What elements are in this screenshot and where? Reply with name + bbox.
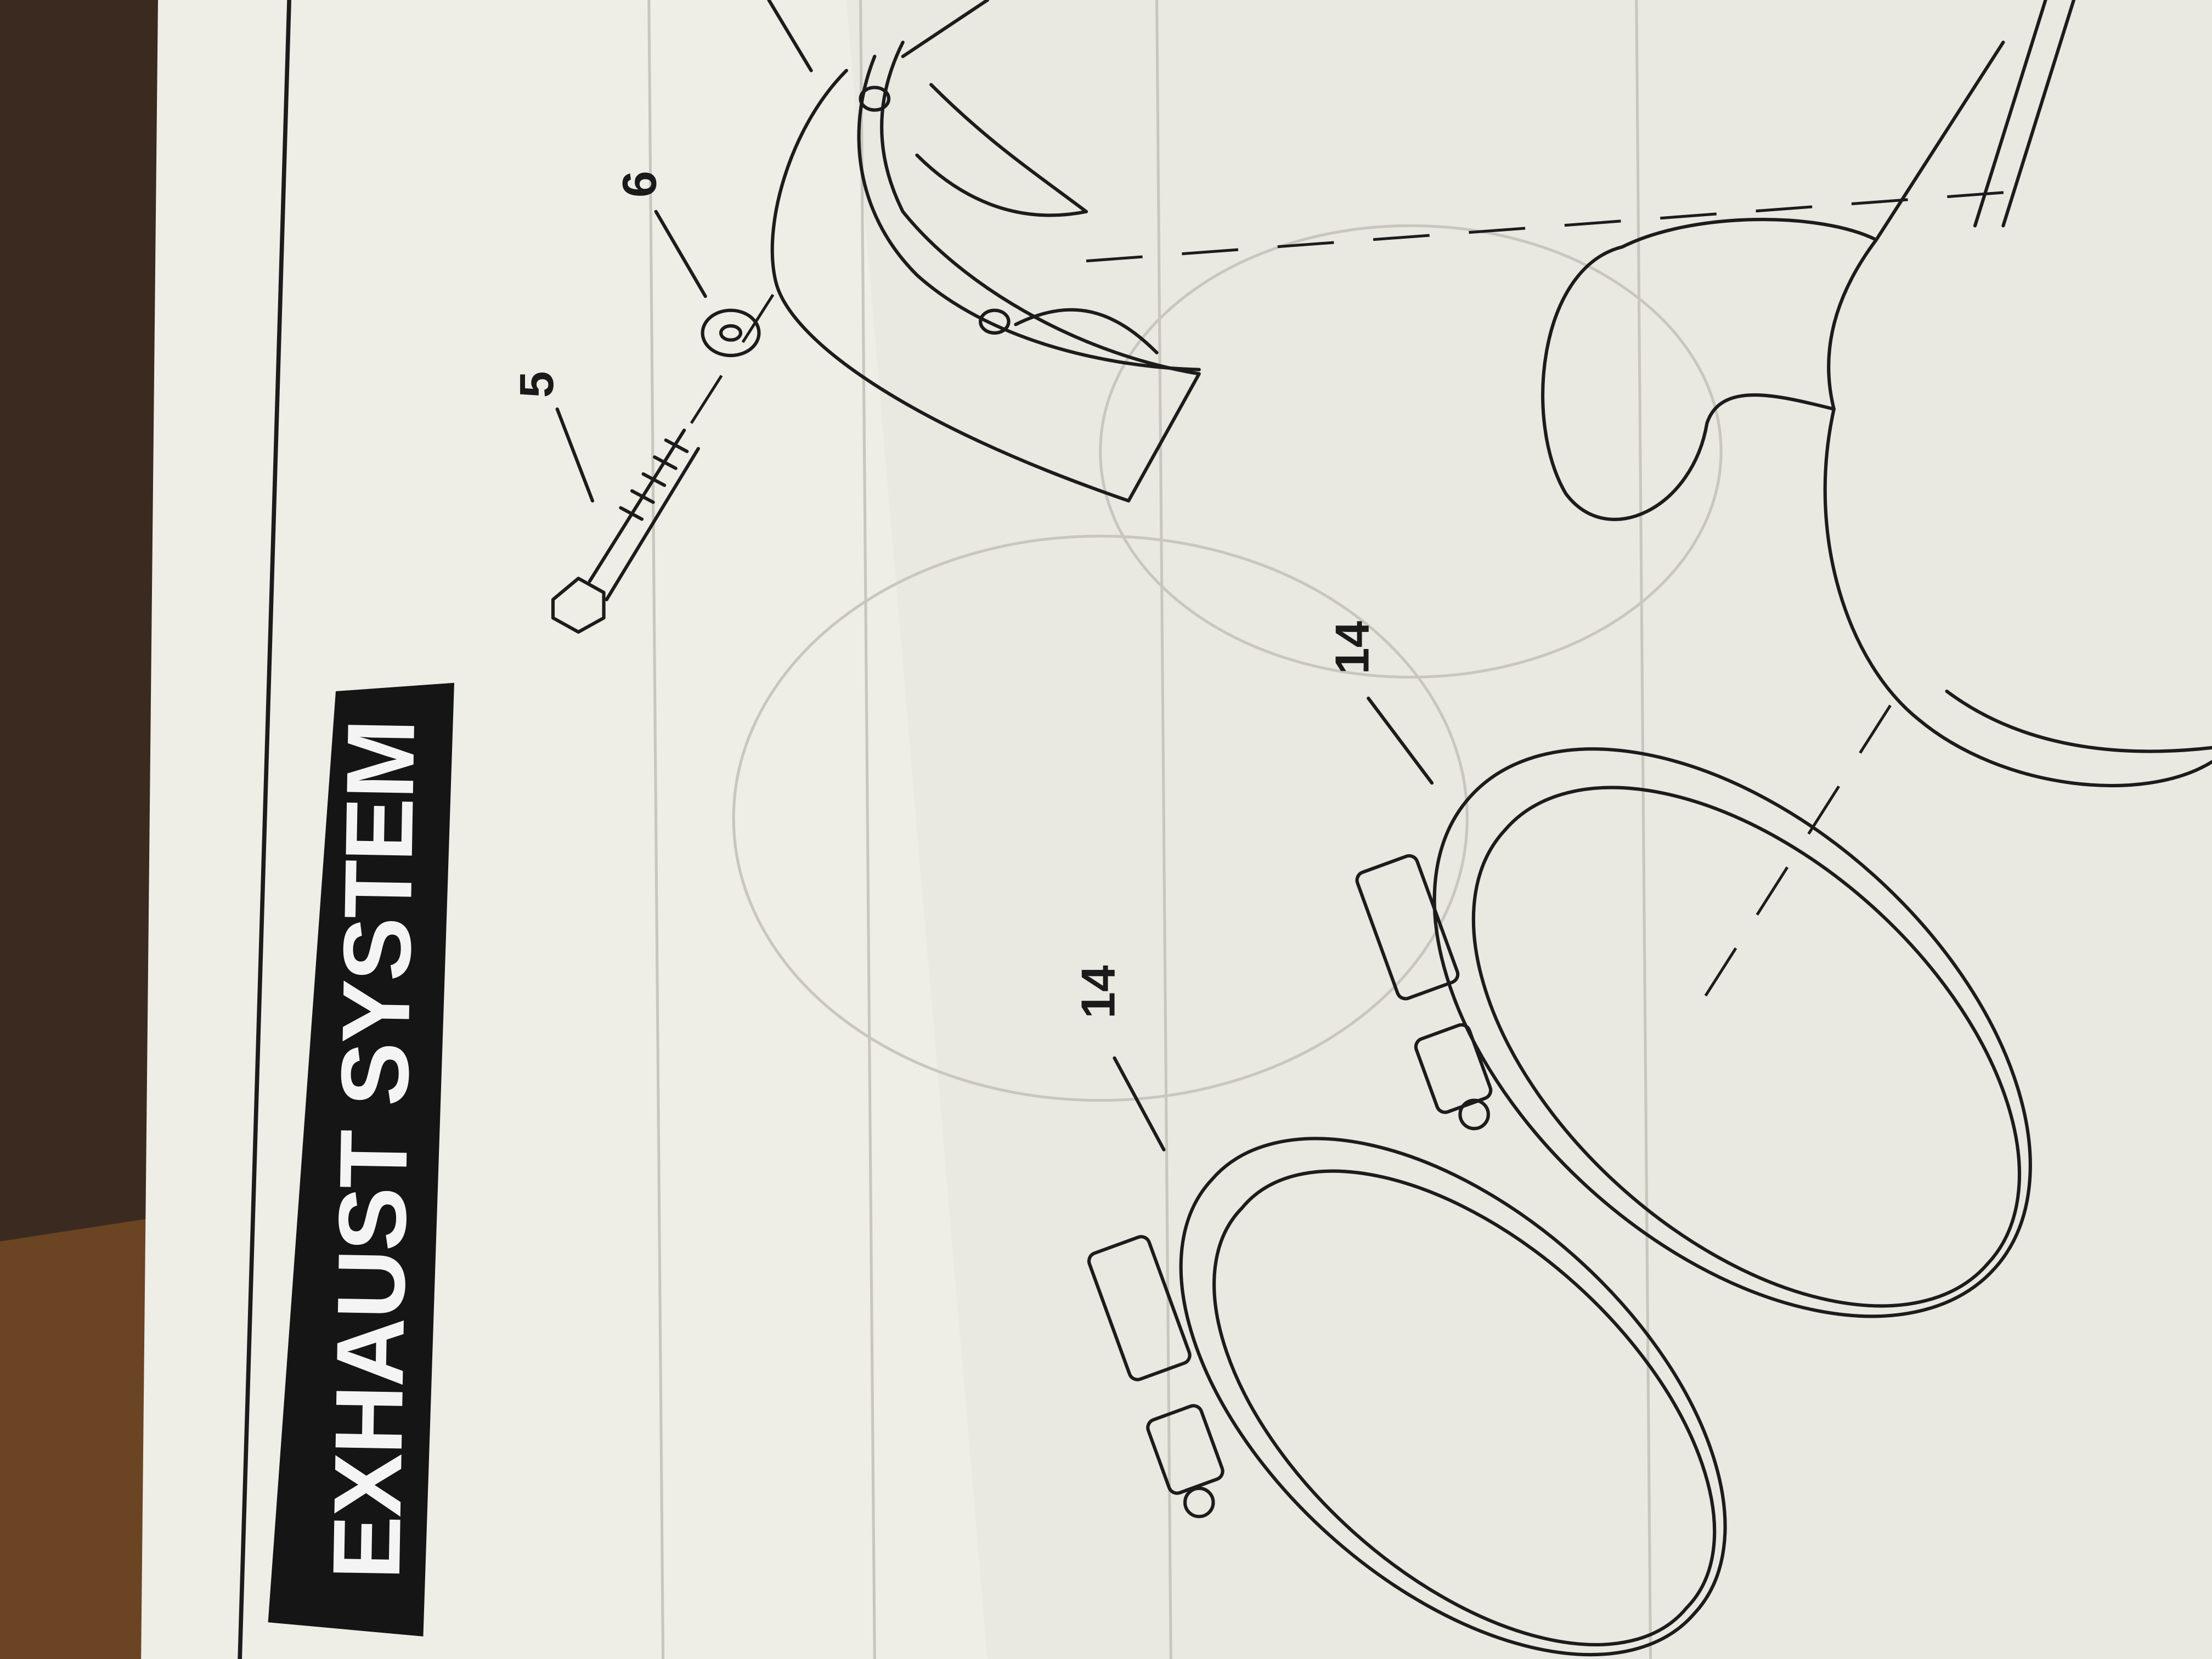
washer-part-6 xyxy=(654,210,761,358)
section-title-band: EXHAUST SYSTEM xyxy=(268,682,454,1637)
exhaust-pipe-muffler xyxy=(1541,0,2212,1017)
bolt-part-5 xyxy=(551,267,792,634)
clamp-part-14-upper xyxy=(1355,696,2032,1318)
callout-14-upper: 14 xyxy=(1325,621,1379,675)
wood-surface xyxy=(0,1213,184,1659)
bleed-through-ghost xyxy=(647,0,1723,1659)
clamp-part-14-lower xyxy=(1087,1056,1727,1657)
callout-5: 5 xyxy=(510,371,563,398)
callout-6: 6 xyxy=(613,171,667,198)
exhaust-heat-shield xyxy=(767,0,2032,503)
callout-14-lower: 14 xyxy=(1071,965,1125,1019)
page-border-line xyxy=(238,0,291,1659)
section-title: EXHAUST SYSTEM xyxy=(313,718,435,1581)
